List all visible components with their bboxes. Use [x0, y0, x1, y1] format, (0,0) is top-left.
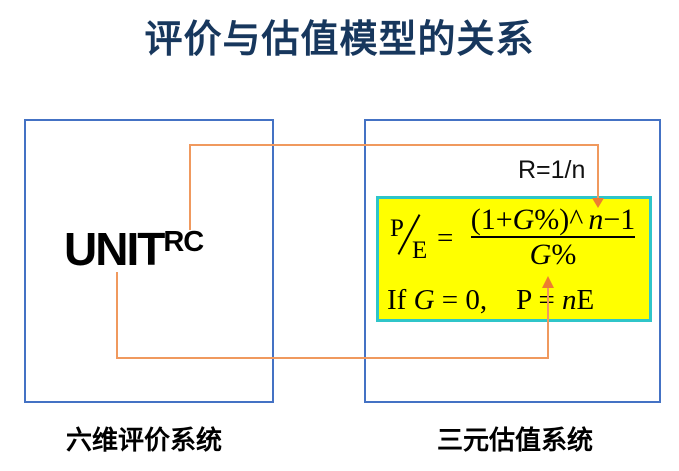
unit-rc-superscript: RC — [163, 226, 204, 258]
evaluation-system-box — [24, 119, 274, 403]
fraction-denominator: G% — [530, 238, 577, 271]
formula-lhs-numerator: P — [390, 215, 404, 242]
num-close: %) — [534, 203, 570, 236]
formula-fraction: (1+G%)^n−1 G% — [459, 201, 647, 271]
cond-suffix: E — [576, 284, 595, 316]
num-n: n — [588, 203, 604, 236]
unit-rc-label: UNITRC — [64, 226, 204, 272]
num-caret: ^ — [569, 203, 584, 236]
cond-prefix: If — [387, 284, 414, 316]
num-g: G — [512, 203, 535, 236]
formula-condition-line: If G = 0, P = nE — [387, 286, 594, 315]
valuation-system-box — [364, 119, 661, 403]
cond-n: n — [562, 284, 577, 316]
cond-mid: = 0, P = — [434, 284, 563, 316]
den-pct: % — [551, 238, 577, 271]
rate-label: R=1/n — [518, 156, 586, 184]
num-open: (1+ — [470, 203, 513, 236]
caption-evaluation-system: 六维评价系统 — [66, 425, 223, 455]
formula-box: P E = (1+G%)^n−1 G% If G = 0, P = nE — [376, 196, 652, 322]
fraction-numerator: (1+G%)^n−1 — [470, 203, 636, 238]
page-title: 评价与估值模型的关系 — [144, 19, 535, 61]
unit-text: UNIT — [64, 223, 165, 275]
cond-g: G — [413, 284, 435, 316]
caption-valuation-system: 三元估值系统 — [437, 425, 594, 455]
num-tail: −1 — [603, 203, 636, 236]
den-g: G — [529, 238, 552, 271]
formula-equals: = — [437, 222, 454, 254]
formula-lhs-denominator: E — [412, 237, 428, 264]
